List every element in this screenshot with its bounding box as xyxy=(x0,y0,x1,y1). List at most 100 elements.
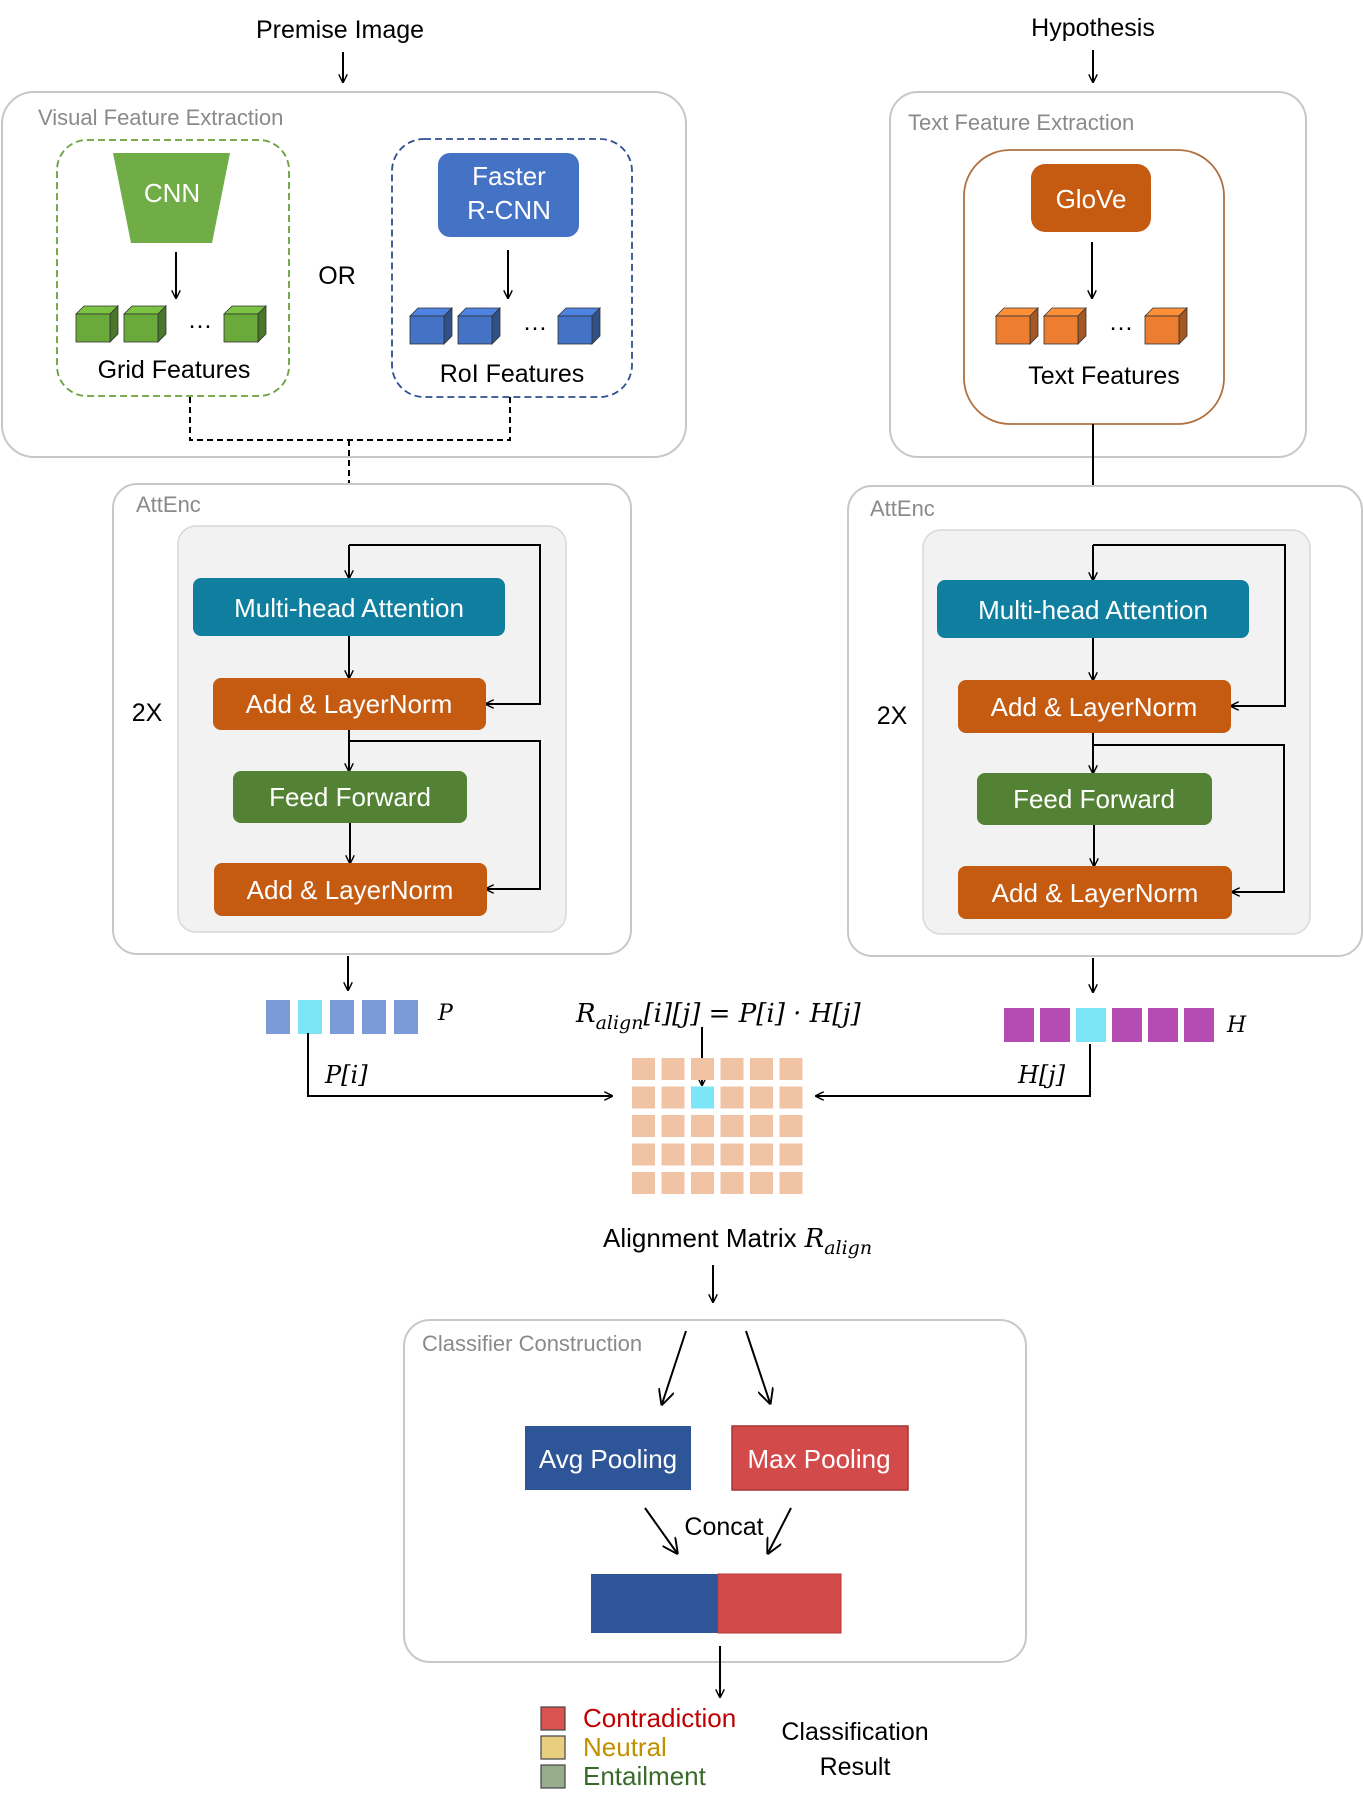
equation-rhs: [i][j] = P[i] · H[j] xyxy=(643,999,861,1029)
right-attenc-title: AttEnc xyxy=(870,496,935,521)
right-addnorm2-block xyxy=(958,866,1232,919)
roi-cube-1 xyxy=(457,307,501,345)
grid-cube-2 xyxy=(223,305,267,343)
premise-vector-p xyxy=(266,1000,418,1034)
left-addnorm1-label: Add & LayerNorm xyxy=(246,689,453,719)
p-index-label: P[i] xyxy=(324,1061,368,1089)
alignment-matrix-subscript: align xyxy=(824,1237,872,1259)
classification-result-line2: Result xyxy=(820,1753,891,1781)
avg-pooling-label: Avg Pooling xyxy=(539,1444,677,1474)
grid-cube-1 xyxy=(123,305,167,343)
hypothesis-vector-h xyxy=(1004,1008,1214,1042)
right-ff-block xyxy=(977,773,1212,825)
matrix-cell-1-3 xyxy=(720,1086,744,1109)
matrix-cell-0-4 xyxy=(750,1058,773,1080)
text-ellipsis: … xyxy=(1109,308,1134,336)
text-extraction-title: Text Feature Extraction xyxy=(908,110,1134,135)
alignment-matrix-text: Alignment Matrix xyxy=(603,1223,797,1253)
matrix-cell-0-3 xyxy=(720,1058,744,1080)
matrix-cell-1-1 xyxy=(661,1086,685,1109)
left-ff-block xyxy=(233,771,467,823)
right-mha-label: Multi-head Attention xyxy=(978,595,1208,625)
matrix-cell-3-5 xyxy=(779,1143,803,1166)
text-extraction-panel xyxy=(889,91,1307,458)
matrix-cell-1-5 xyxy=(779,1086,803,1109)
h-cell-0 xyxy=(1004,1008,1034,1042)
roi-ellipsis: … xyxy=(523,308,548,336)
hypothesis-title: Hypothesis xyxy=(1031,14,1155,42)
h-cell-5 xyxy=(1184,1008,1214,1042)
matrix-cell-3-1 xyxy=(661,1143,685,1166)
h-cell-2 xyxy=(1076,1008,1106,1042)
matrix-cell-0-2 xyxy=(691,1058,714,1080)
entailment-label: Entailment xyxy=(583,1761,707,1791)
matrix-cell-1-0 xyxy=(632,1086,655,1109)
left-attenc-title: AttEnc xyxy=(136,492,201,517)
matrix-cell-2-0 xyxy=(632,1115,655,1137)
entailment-swatch xyxy=(540,1764,566,1789)
text-cube-1 xyxy=(1043,307,1087,345)
matrix-cell-4-0 xyxy=(632,1172,655,1194)
contradiction-label: Contradiction xyxy=(583,1703,736,1733)
left-ff-label: Feed Forward xyxy=(269,782,431,812)
matrix-cell-4-4 xyxy=(750,1172,773,1194)
neutral-swatch xyxy=(540,1735,566,1760)
p-cell-2 xyxy=(330,1000,354,1034)
h-cell-4 xyxy=(1148,1008,1178,1042)
grid-ellipsis: … xyxy=(188,306,213,334)
grid-feature-cubes xyxy=(75,305,267,343)
alignment-matrix-symbol: R xyxy=(804,1224,825,1254)
alignment-matrix xyxy=(632,1058,803,1194)
matrix-cell-2-4 xyxy=(750,1115,773,1137)
matrix-cell-0-1 xyxy=(661,1058,685,1080)
text-feature-cubes xyxy=(995,307,1188,345)
max-pooling-label: Max Pooling xyxy=(747,1444,890,1474)
matrix-cell-0-0 xyxy=(632,1058,655,1080)
cnn-block xyxy=(113,153,230,243)
avg-pooling-block xyxy=(525,1426,691,1490)
h-cell-3 xyxy=(1112,1008,1142,1042)
left-mha-block xyxy=(193,578,505,636)
matrix-cell-2-3 xyxy=(720,1115,744,1137)
neutral-label: Neutral xyxy=(583,1732,667,1762)
matrix-cell-1-2 xyxy=(691,1086,714,1109)
text-features-label: Text Features xyxy=(1028,362,1179,390)
grid-features-label: Grid Features xyxy=(98,356,251,384)
equation-lhs-base: R xyxy=(575,999,596,1029)
roi-feature-cubes xyxy=(409,307,601,345)
classification-result-line1: Classification xyxy=(781,1718,928,1746)
visual-extraction-title: Visual Feature Extraction xyxy=(38,105,283,130)
roi-branch-box xyxy=(391,138,633,398)
concat-vector-avg xyxy=(591,1574,718,1633)
right-addnorm1-label: Add & LayerNorm xyxy=(991,692,1198,722)
classifier-panel xyxy=(403,1319,1027,1663)
h-index-label: H[j] xyxy=(1017,1061,1066,1089)
concat-vector-max xyxy=(717,1573,842,1634)
max-pooling-block xyxy=(731,1425,909,1491)
matrix-cell-3-3 xyxy=(720,1143,744,1166)
contradiction-swatch xyxy=(540,1706,566,1731)
text-cube-2 xyxy=(1144,307,1188,345)
matrix-cell-2-5 xyxy=(779,1115,803,1137)
left-mha-label: Multi-head Attention xyxy=(234,593,464,623)
roi-cube-0 xyxy=(409,307,453,345)
matrix-cell-3-2 xyxy=(691,1143,714,1166)
faster-rcnn-block xyxy=(438,153,579,237)
roi-features-label: RoI Features xyxy=(440,360,585,388)
p-cell-4 xyxy=(394,1000,418,1034)
left-addnorm2-block xyxy=(214,863,487,916)
matrix-cell-0-5 xyxy=(779,1058,803,1080)
matrix-cell-2-1 xyxy=(661,1115,685,1137)
equation-lhs-sub: align xyxy=(596,1012,644,1034)
p-cell-0 xyxy=(266,1000,290,1034)
or-label: OR xyxy=(318,262,356,290)
cnn-label: CNN xyxy=(144,178,200,208)
matrix-cell-2-2 xyxy=(691,1115,714,1137)
right-repeat-label: 2X xyxy=(877,702,908,730)
right-mha-block xyxy=(937,580,1249,638)
matrix-cell-4-5 xyxy=(779,1172,803,1194)
right-addnorm2-label: Add & LayerNorm xyxy=(992,878,1199,908)
